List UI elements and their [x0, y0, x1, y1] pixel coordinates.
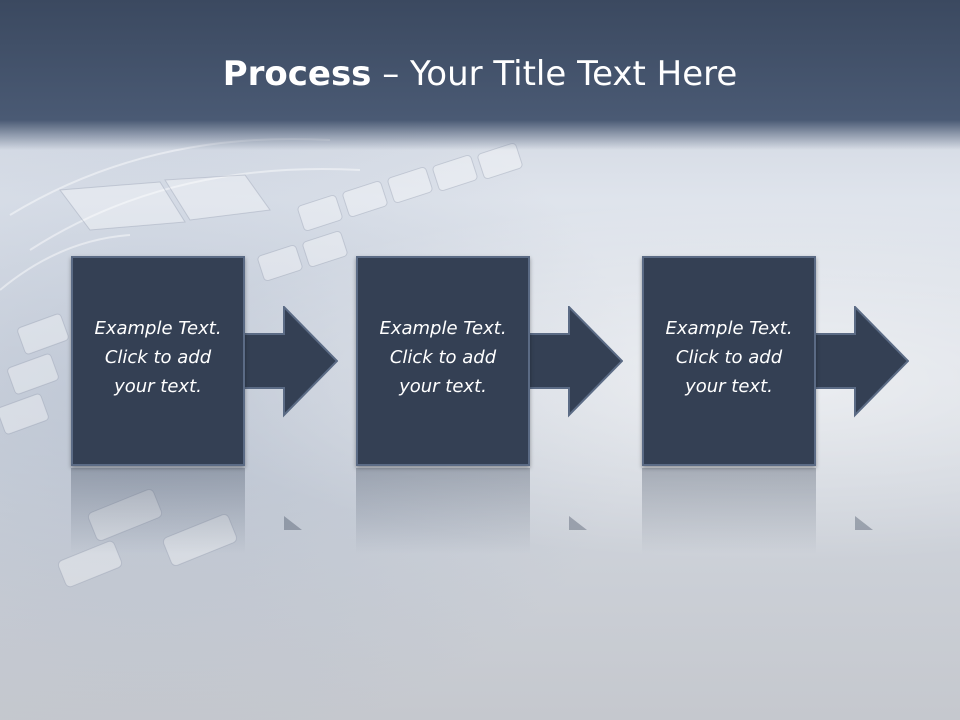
- arrow-3-reflection: [855, 516, 873, 530]
- step-2-reflection: [356, 468, 530, 554]
- step-2-line-1: Example Text.: [379, 318, 507, 339]
- step-3-line-1: Example Text.: [665, 318, 793, 339]
- process-step-1[interactable]: Example Text. Click to add your text.: [71, 256, 245, 466]
- step-2-line-2: Click to add: [389, 347, 497, 368]
- arrow-3-icon: [811, 306, 909, 418]
- step-2-text[interactable]: Example Text. Click to add your text.: [358, 314, 528, 401]
- arrow-1-reflection: [284, 516, 302, 530]
- step-1-line-2: Click to add: [104, 347, 212, 368]
- process-step-2[interactable]: Example Text. Click to add your text.: [356, 256, 530, 466]
- step-3-line-2: Click to add: [675, 347, 783, 368]
- title-text-part: – Your Title Text Here: [371, 54, 738, 94]
- step-3-line-3: your text.: [685, 376, 773, 397]
- step-1-reflection: [71, 468, 245, 554]
- step-3-reflection: [642, 468, 816, 554]
- arrow-2-icon: [525, 306, 623, 418]
- step-1-line-1: Example Text.: [94, 318, 222, 339]
- step-1-text[interactable]: Example Text. Click to add your text.: [73, 314, 243, 401]
- page-title[interactable]: Process – Your Title Text Here: [0, 52, 960, 96]
- step-2-line-3: your text.: [399, 376, 487, 397]
- process-step-3[interactable]: Example Text. Click to add your text.: [642, 256, 816, 466]
- arrow-2-reflection: [569, 516, 587, 530]
- title-bold-part: Process: [222, 54, 372, 94]
- step-3-text[interactable]: Example Text. Click to add your text.: [644, 314, 814, 401]
- step-1-line-3: your text.: [114, 376, 202, 397]
- header-bar: [0, 0, 960, 150]
- arrow-1-icon: [240, 306, 338, 418]
